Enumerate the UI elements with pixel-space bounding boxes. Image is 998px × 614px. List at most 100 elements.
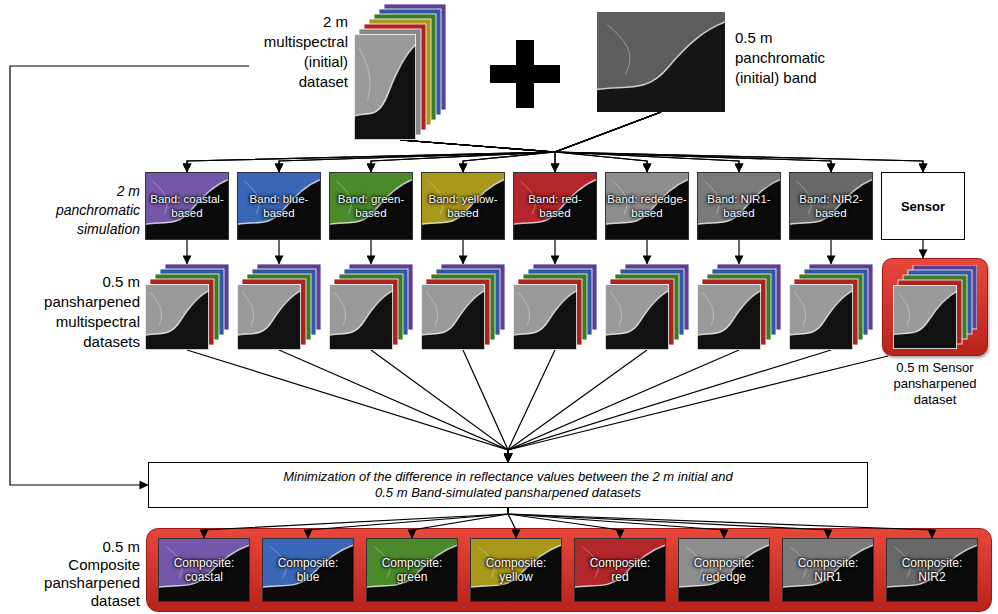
- pansharpened-image-stack: [237, 264, 321, 350]
- band-simulation-box: Band: coastal-based: [145, 172, 229, 240]
- band-name: Band: green-based: [331, 192, 411, 220]
- connector-arrow: [279, 350, 508, 462]
- panchromatic-picture: [597, 12, 725, 112]
- pansharpened-image-stack: [145, 264, 229, 350]
- connector-arrow: [370, 240, 371, 264]
- process-text: Minimization of the difference in reflec…: [273, 469, 743, 501]
- connector-arrow: [508, 350, 739, 462]
- panchromatic-image: [597, 12, 725, 112]
- row-label: 2 m panchromatic simulation: [40, 182, 140, 239]
- composite-name: Composite: green: [376, 556, 448, 584]
- composite-name: Composite: yellow: [480, 556, 552, 584]
- composite-band: 0.5 m Composite pansharpened dataset Comp…: [0, 528, 994, 614]
- composite-box: Composite: red: [574, 538, 666, 602]
- composite-box: Composite: yellow: [470, 538, 562, 602]
- connector-arrow: [555, 112, 661, 172]
- band-picture: [422, 173, 504, 239]
- plus-sign: [490, 40, 560, 108]
- band-image: [698, 173, 780, 239]
- connector-arrow: [186, 240, 187, 264]
- band-simulation-box: Band: yellow-based: [421, 172, 505, 240]
- connector-arrow: [278, 240, 279, 264]
- image-stack: [145, 264, 229, 350]
- connector-arrow: [555, 112, 923, 172]
- connector-arrow: [555, 112, 831, 172]
- band-picture: [514, 173, 596, 239]
- composite-box: Composite: NIR2: [886, 538, 978, 602]
- pansharpened-stack: [421, 264, 505, 350]
- band-picture: [238, 173, 320, 239]
- image-stack: [697, 264, 781, 350]
- band-name: Band: coastal-based: [147, 192, 227, 220]
- band-name: Band: yellow-based: [423, 192, 503, 220]
- connector-arrow: [371, 350, 508, 462]
- connector-arrow: [463, 350, 508, 462]
- label-holder: 2 m panchromatic simulation: [40, 182, 140, 239]
- pansharpened-image-stack: [329, 264, 413, 350]
- pansharpened-stack: [329, 264, 413, 350]
- composite-name: Composite: NIR1: [792, 556, 864, 584]
- sensor-pansharpened-stack: 0.5 m Sensor pansharpened dataset: [876, 258, 994, 408]
- connector-arrow: [554, 240, 555, 264]
- band-image: [514, 173, 596, 239]
- band-simulation-box: Band: green-based: [329, 172, 413, 240]
- dataset-label: 0.5 m Sensor pansharpened dataset: [876, 360, 994, 408]
- band-name: Band: red-based: [515, 192, 595, 220]
- connector-arrow: [462, 240, 463, 264]
- pansharpened-stack: [145, 264, 229, 350]
- composite-name: Composite: blue: [272, 556, 344, 584]
- band-name: Band: blue-based: [239, 192, 319, 220]
- pansharpened-image-stack: [893, 265, 977, 349]
- connector-arrow: [646, 240, 647, 264]
- connector-arrow: [922, 240, 923, 258]
- band-picture: [330, 173, 412, 239]
- band-name: Band: NIR1-based: [699, 192, 779, 220]
- band-image: [790, 173, 872, 239]
- dataset-label: 2 m multispectral (initial) dataset: [252, 12, 348, 92]
- band-picture: [698, 173, 780, 239]
- connector-arrow: [463, 112, 661, 172]
- pansharpened-image-stack: [513, 264, 597, 350]
- image-stack: [329, 264, 413, 350]
- image-stack: [893, 265, 977, 349]
- multispectral-image-stack: [354, 4, 446, 140]
- dataset-stack: 2 m multispectral (initial) dataset: [252, 4, 447, 144]
- band-image: [330, 173, 412, 239]
- dataset-label: 0.5 m Composite pansharpened dataset: [28, 538, 140, 610]
- connector-arrow: [279, 112, 661, 172]
- image-stack: [789, 264, 873, 350]
- band-simulation-box: Band: rededge-based: [605, 172, 689, 240]
- pansharpened-image-stack: [697, 264, 781, 350]
- composite-name: Composite: rededge: [688, 556, 760, 584]
- pansharpened-stack: [789, 264, 873, 350]
- pansharpened-stack: [697, 264, 781, 350]
- composite-box: Composite: blue: [262, 538, 354, 602]
- connector-arrow: [508, 356, 888, 462]
- process-box: Minimization of the difference in reflec…: [148, 462, 868, 508]
- connector-arrow: [830, 240, 831, 264]
- composite-name: Composite: NIR2: [896, 556, 968, 584]
- pansharpened-image-stack: [421, 264, 505, 350]
- composite-box: Composite: NIR1: [782, 538, 874, 602]
- row-label: 0.5 m pansharpened multispectral dataset…: [28, 272, 140, 352]
- connector-arrow: [187, 350, 508, 462]
- band-simulation-box: Band: NIR2-based: [789, 172, 873, 240]
- band-picture: [606, 173, 688, 239]
- composite-name: Composite: coastal: [168, 556, 240, 584]
- band-image: [422, 173, 504, 239]
- band-simulation-box: Band: blue-based: [237, 172, 321, 240]
- pansharpened-stack: [237, 264, 321, 350]
- connector-arrow: [738, 240, 739, 264]
- band-name: Band: NIR2-based: [791, 192, 871, 220]
- band-picture: [790, 173, 872, 239]
- pansharpened-stack: [513, 264, 597, 350]
- pansharpened-image-stack: [605, 264, 689, 350]
- band-image: [146, 173, 228, 239]
- composite-box: Composite: coastal: [158, 538, 250, 602]
- band-label: 0.5 m panchromatic (initial) band: [735, 28, 840, 88]
- composite-box: Composite: rededge: [678, 538, 770, 602]
- composite-box: Composite: green: [366, 538, 458, 602]
- sensor-name: Sensor: [901, 199, 945, 214]
- band-name: Band: rededge-based: [607, 192, 687, 220]
- composite-name: Composite: red: [584, 556, 656, 584]
